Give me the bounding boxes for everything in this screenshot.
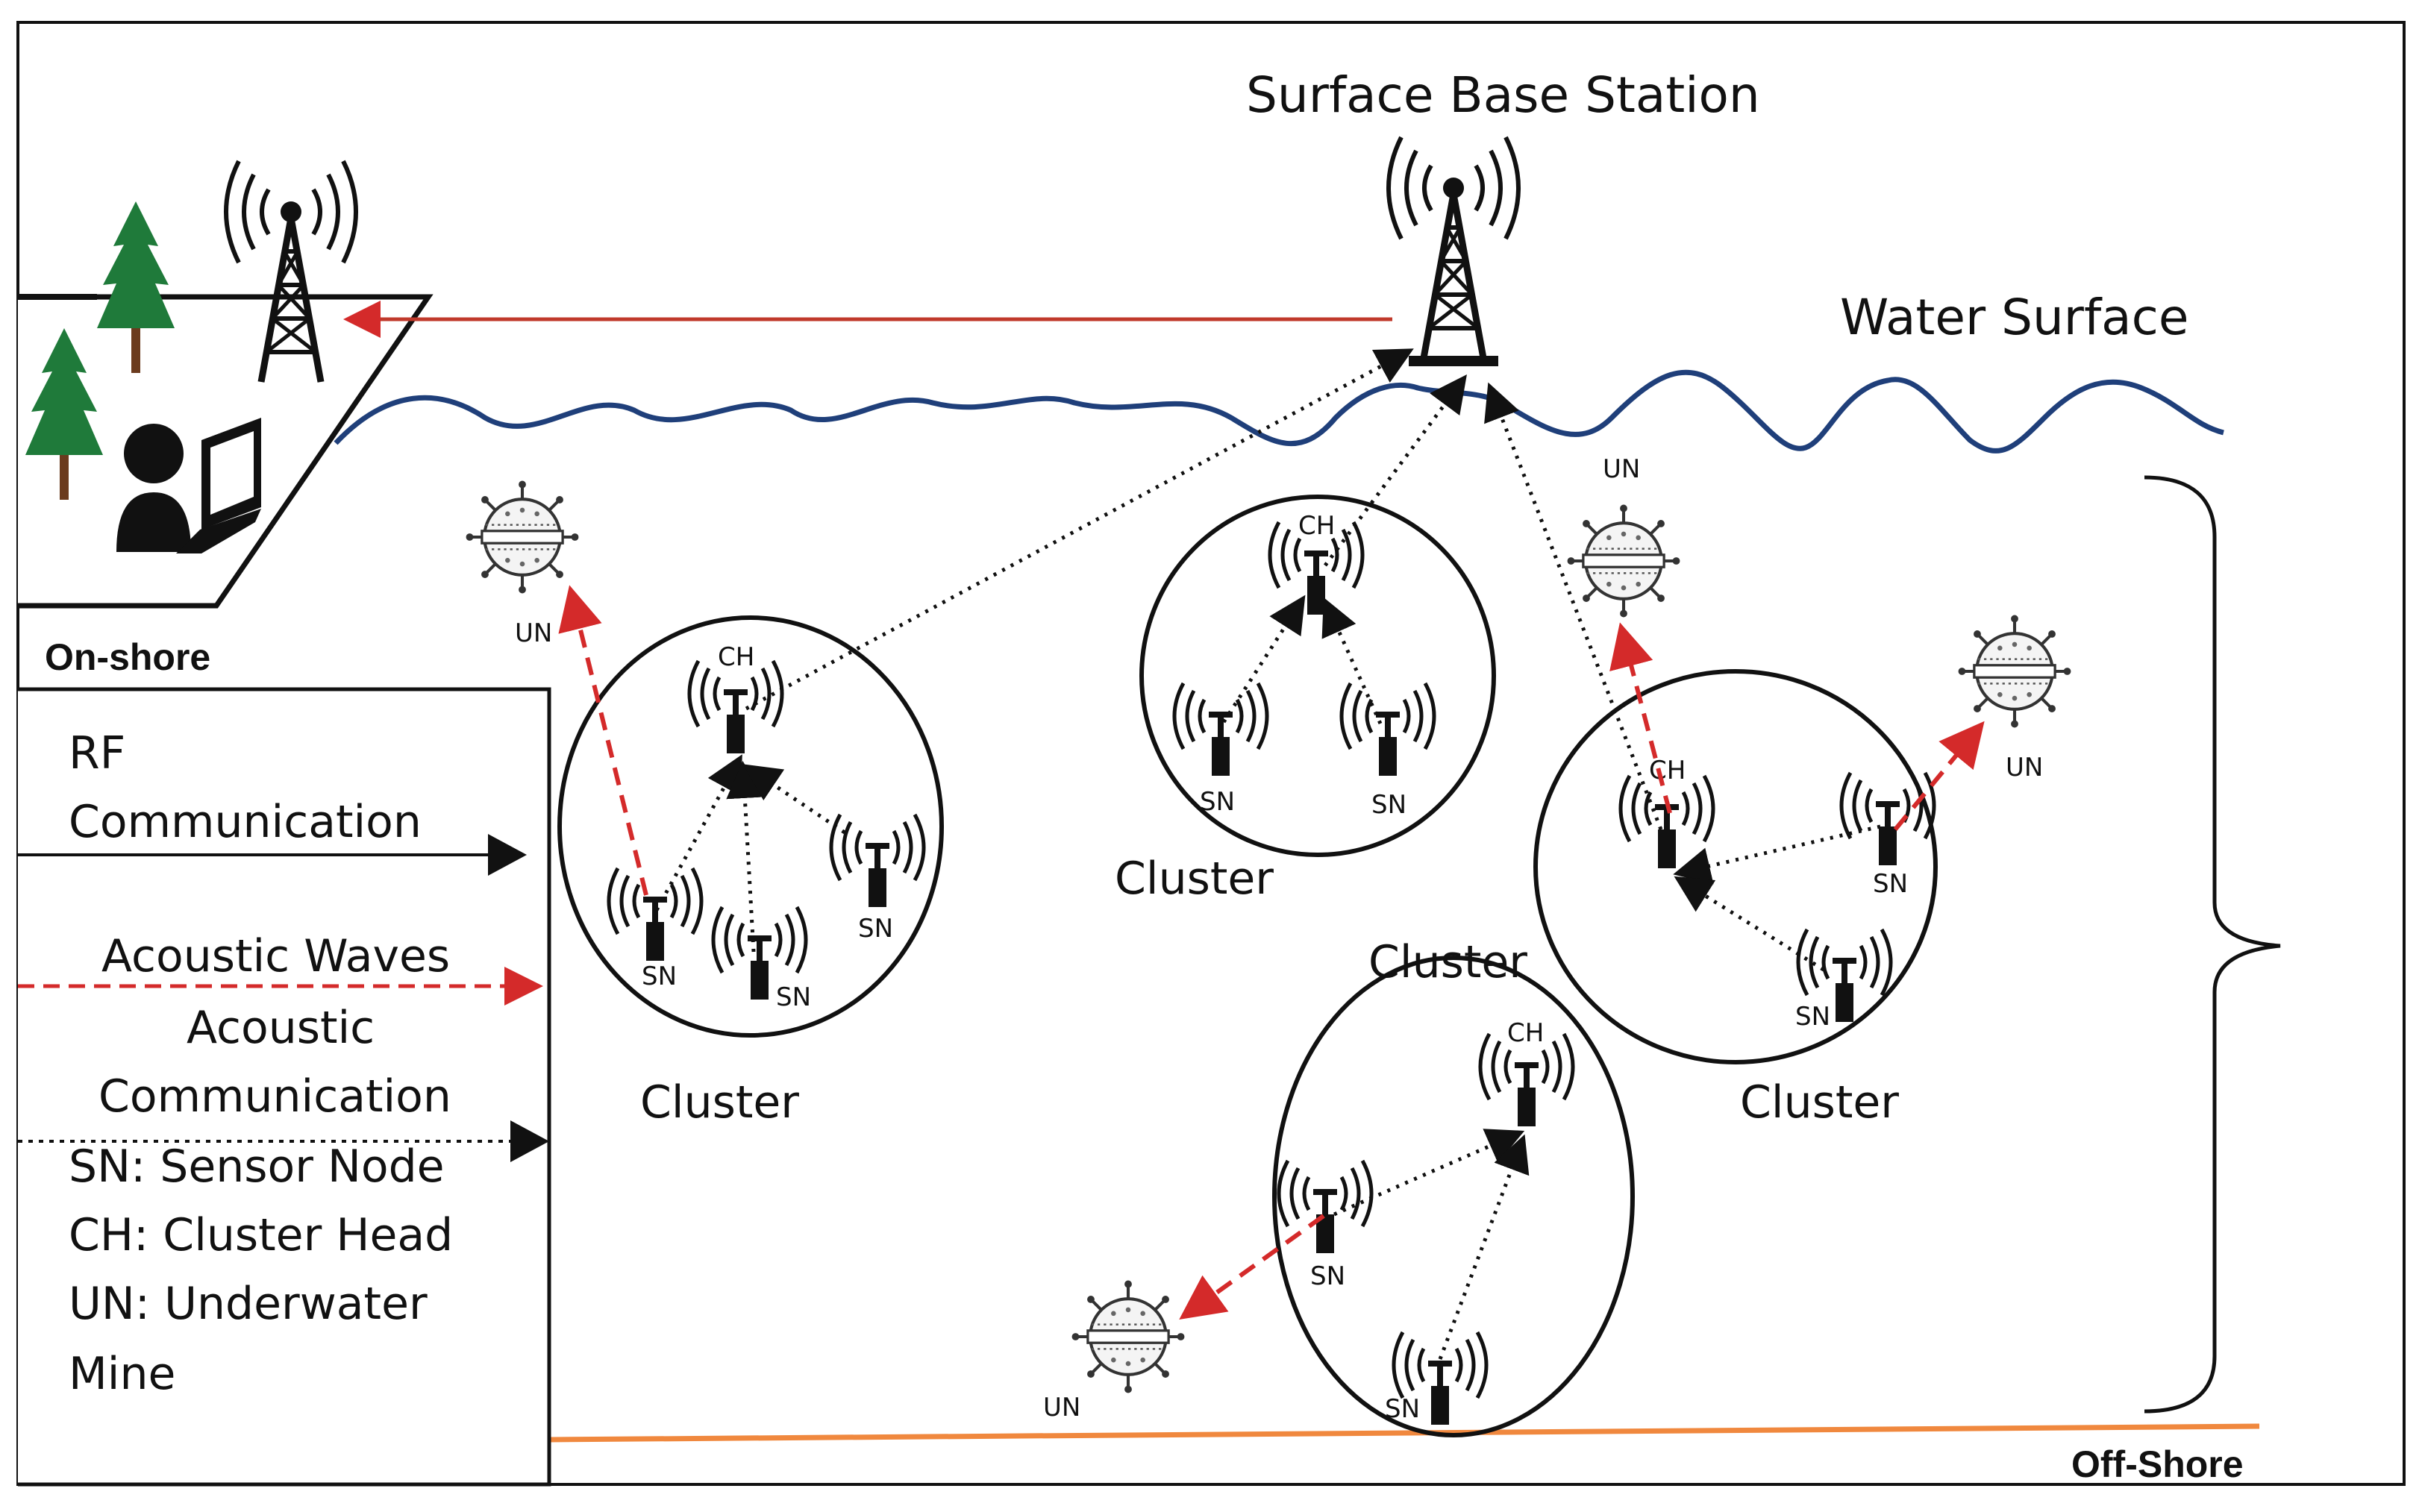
user-icon [116, 424, 191, 552]
node-label-sn: SN [776, 982, 811, 1012]
onshore-label: On-shore [45, 636, 210, 678]
node-label-sn: SN [1371, 790, 1406, 820]
legend: RF Communication Acoustic Waves Acoustic… [18, 687, 551, 1487]
cluster-3: CH SN SN Cluster [1533, 669, 1938, 1129]
arrow-head-icon [504, 967, 543, 1006]
node-label-ch: CH [718, 642, 754, 672]
cluster-label: Cluster [1740, 1076, 1899, 1129]
sensor-node-icon [609, 868, 701, 961]
laptop-icon [176, 418, 261, 553]
node-label-sn: SN [642, 962, 677, 991]
underwater-mine-icon [466, 481, 579, 594]
acoustic-wave-link [1609, 622, 1672, 814]
cluster-label: Cluster [1368, 936, 1527, 988]
underwater-mine-icon [1072, 1281, 1185, 1393]
node-label-sn: SN [1795, 1002, 1830, 1032]
sensor-node-icon [1174, 683, 1267, 776]
node-label-un: UN [515, 618, 552, 648]
cluster-label: Cluster [1115, 853, 1274, 905]
underwater-mine-icon [1959, 615, 2071, 728]
cluster-label: Cluster [640, 1076, 799, 1129]
node-label-sn: SN [1385, 1394, 1420, 1424]
node-label-un: UN [1043, 1393, 1080, 1422]
seabed-line [550, 1423, 2260, 1443]
node-label-un: UN [2006, 753, 2043, 782]
sensor-node-icon [1621, 776, 1713, 868]
sensor-node-icon [1342, 683, 1434, 776]
node-label-sn: SN [1873, 869, 1908, 899]
depth-brace [2144, 475, 2281, 1414]
acoustic-uplinks [745, 348, 1663, 830]
legend-acoustic-waves-label: Acoustic Waves [101, 930, 450, 982]
water-surface-line [334, 369, 2224, 454]
water-surface-label: Water Surface [1840, 289, 2189, 346]
acoustic-wave-link [1893, 721, 1985, 831]
antenna-tower-icon [1389, 137, 1518, 358]
node-label-ch: CH [1507, 1018, 1544, 1048]
acoustic-wave-link [558, 585, 648, 896]
node-label-sn: SN [1310, 1261, 1345, 1291]
legend-un-def: UN: Underwater [69, 1278, 428, 1330]
arrow-head-icon [510, 1120, 549, 1162]
node-label-sn: SN [1200, 787, 1235, 817]
legend-rf-label: RF [69, 727, 125, 779]
cluster-4: CH SN SN Cluster [1272, 936, 1635, 1437]
legend-rf-label: Communication [69, 796, 422, 848]
underwater-mine-icon [1568, 505, 1680, 618]
arrow-head-icon [488, 834, 527, 876]
sensor-node-icon [689, 661, 782, 753]
acoustic-wave-link [1179, 1214, 1325, 1320]
cluster-1: CH SN SN SN Cluster [557, 615, 944, 1129]
legend-acoustic-comm-label: Communication [98, 1070, 451, 1123]
page-title: Surface Base Station [1246, 66, 1760, 124]
legend-sn-def: SN: Sensor Node [69, 1141, 445, 1193]
node-label-sn: SN [858, 914, 893, 944]
onshore-area: On-shore [18, 161, 434, 678]
legend-ch-def: CH: Cluster Head [69, 1209, 453, 1261]
node-label-ch: CH [1649, 756, 1686, 785]
node-label-ch: CH [1298, 511, 1335, 541]
legend-acoustic-comm-label: Acoustic [187, 1002, 375, 1054]
sensor-node-icon [831, 815, 924, 907]
legend-un-def: Mine [69, 1348, 175, 1400]
node-label-un: UN [1603, 454, 1640, 484]
cluster-2: CH SN SN Cluster [1115, 495, 1496, 905]
offshore-label: Off-Shore [2071, 1443, 2244, 1485]
